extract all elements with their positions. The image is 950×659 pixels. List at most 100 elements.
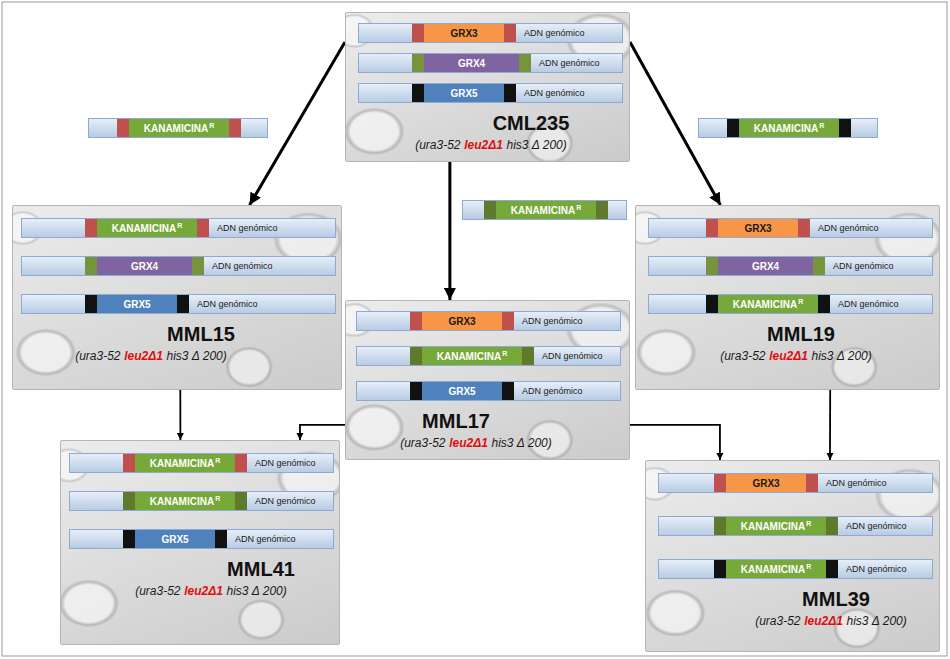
homology-flank bbox=[706, 295, 718, 313]
genotype-marker: leu2Δ1 bbox=[124, 349, 163, 363]
gene-label: KANAMICINA bbox=[112, 223, 176, 234]
gene-label: GRX4 bbox=[131, 261, 158, 272]
chromosome-locus: KANAMICINAR ADN genómico bbox=[356, 346, 621, 366]
homology-flank bbox=[117, 119, 129, 137]
homology-flank bbox=[85, 295, 97, 313]
homology-flank bbox=[123, 530, 135, 548]
strain-panel: KANAMICINARADN genómicoKANAMICINARADN ge… bbox=[60, 440, 340, 645]
strain-name: MML19 bbox=[767, 323, 835, 345]
derivation-arrow bbox=[300, 425, 345, 440]
homology-flank bbox=[410, 347, 422, 365]
homology-flank bbox=[714, 474, 726, 492]
genotype-marker: leu2Δ1 bbox=[804, 614, 843, 628]
dna-label: ADN genómico bbox=[212, 261, 273, 271]
derivation-arrow bbox=[448, 162, 451, 300]
dna-label: ADN genómico bbox=[539, 58, 600, 68]
chromosome-locus: KANAMICINAR ADN genómico bbox=[69, 491, 334, 511]
dna-label: ADN genómico bbox=[235, 534, 296, 544]
homology-flank bbox=[714, 517, 726, 535]
homology-flank bbox=[504, 24, 516, 42]
chromosome-locus: GRX5ADN genómico bbox=[358, 83, 623, 103]
genotype-marker: his3 Δ 200) bbox=[811, 349, 871, 363]
gene-segment: KANAMICINAR bbox=[135, 454, 235, 472]
chromosome-locus: KANAMICINAR ADN genómico bbox=[69, 453, 334, 473]
dna-label: ADN genómico bbox=[197, 299, 258, 309]
gene-segment: GRX3 bbox=[422, 312, 502, 330]
gene-segment: GRX4 bbox=[424, 54, 519, 72]
dna-label: ADN genómico bbox=[833, 261, 894, 271]
genotype-marker: his3 Δ 200) bbox=[166, 349, 226, 363]
strain-name: MML17 bbox=[422, 410, 490, 432]
homology-flank bbox=[727, 119, 739, 137]
dna-label: ADN genómico bbox=[217, 223, 278, 233]
homology-flank bbox=[706, 257, 718, 275]
genotype-marker: (ura3-52 bbox=[75, 349, 120, 363]
genotype-marker: his3 Δ 200) bbox=[491, 436, 551, 450]
homology-flank bbox=[235, 454, 247, 472]
chromosome-locus: GRX3ADN genómico bbox=[658, 473, 933, 493]
strain-panel: GRX3ADN genómicoGRX4ADN genómicoKANAMICI… bbox=[635, 205, 940, 390]
deletion-cassette: KANAMICINAR bbox=[462, 200, 627, 220]
homology-flank bbox=[502, 382, 514, 400]
homology-flank bbox=[714, 560, 726, 578]
chromosome-locus: GRX4ADN genómico bbox=[648, 256, 933, 276]
gene-label: GRX5 bbox=[123, 299, 150, 310]
gene-segment: GRX5 bbox=[97, 295, 177, 313]
chromosome-locus: GRX5 ADN genómico bbox=[21, 294, 336, 314]
strain-panel: GRX3ADN genómicoKANAMICINARADN genómicoG… bbox=[345, 300, 630, 460]
dna-label: ADN genómico bbox=[818, 223, 879, 233]
resistance-superscript: R bbox=[806, 563, 811, 570]
dna-label: ADN genómico bbox=[524, 28, 585, 38]
homology-flank bbox=[596, 201, 608, 219]
gene-segment: KANAMICINAR bbox=[726, 517, 826, 535]
genotype-marker: leu2Δ1 bbox=[769, 349, 808, 363]
gene-label: GRX3 bbox=[448, 316, 475, 327]
strain-panel: GRX3ADN genómicoGRX4ADN genómicoGRX5ADN … bbox=[345, 12, 630, 162]
gene-label: GRX5 bbox=[448, 386, 475, 397]
gene-segment: GRX3 bbox=[424, 24, 504, 42]
homology-flank bbox=[826, 560, 838, 578]
homology-flank bbox=[826, 517, 838, 535]
genotype-marker: his3 Δ 200) bbox=[506, 138, 566, 152]
resistance-superscript: R bbox=[819, 122, 824, 129]
homology-flank bbox=[412, 24, 424, 42]
genotype-marker: leu2Δ1 bbox=[464, 138, 503, 152]
dna-label: ADN genómico bbox=[838, 299, 899, 309]
homology-flank bbox=[504, 84, 516, 102]
homology-flank bbox=[197, 219, 209, 237]
gene-label: GRX3 bbox=[744, 223, 771, 234]
gene-segment: GRX3 bbox=[726, 474, 806, 492]
homology-flank bbox=[410, 382, 422, 400]
gene-label: KANAMICINA bbox=[511, 205, 575, 216]
homology-flank bbox=[806, 474, 818, 492]
homology-flank bbox=[706, 219, 718, 237]
genotype-marker: his3 Δ 200) bbox=[846, 614, 906, 628]
gene-label: KANAMICINA bbox=[741, 521, 805, 532]
dna-label: ADN genómico bbox=[846, 521, 907, 531]
gene-segment: GRX3 bbox=[718, 219, 798, 237]
strain-name: MML15 bbox=[167, 323, 235, 345]
chromosome-locus: GRX3ADN genómico bbox=[356, 311, 621, 331]
homology-flank bbox=[229, 119, 241, 137]
strain-panel: GRX3ADN genómicoKANAMICINARADN genómicoK… bbox=[645, 460, 940, 652]
dna-label: ADN genómico bbox=[542, 351, 603, 361]
homology-flank bbox=[798, 219, 810, 237]
deletion-cassette: KANAMICINAR bbox=[88, 118, 268, 138]
gene-segment: GRX5 bbox=[135, 530, 215, 548]
dna-label: ADN genómico bbox=[255, 458, 316, 468]
resistance-superscript: R bbox=[209, 122, 214, 129]
dna-label: ADN genómico bbox=[255, 496, 316, 506]
gene-segment: KANAMICINAR bbox=[422, 347, 522, 365]
homology-flank bbox=[412, 84, 424, 102]
gene-label: KANAMICINA bbox=[754, 123, 818, 134]
gene-label: KANAMICINA bbox=[437, 351, 501, 362]
gene-segment: KANAMICINAR bbox=[135, 492, 235, 510]
gene-segment: KANAMICINAR bbox=[726, 560, 826, 578]
resistance-superscript: R bbox=[215, 495, 220, 502]
gene-label: GRX5 bbox=[161, 534, 188, 545]
resistance-superscript: R bbox=[215, 457, 220, 464]
gene-label: GRX3 bbox=[450, 28, 477, 39]
derivation-arrow bbox=[829, 390, 831, 460]
strain-name: MML39 bbox=[802, 588, 870, 610]
